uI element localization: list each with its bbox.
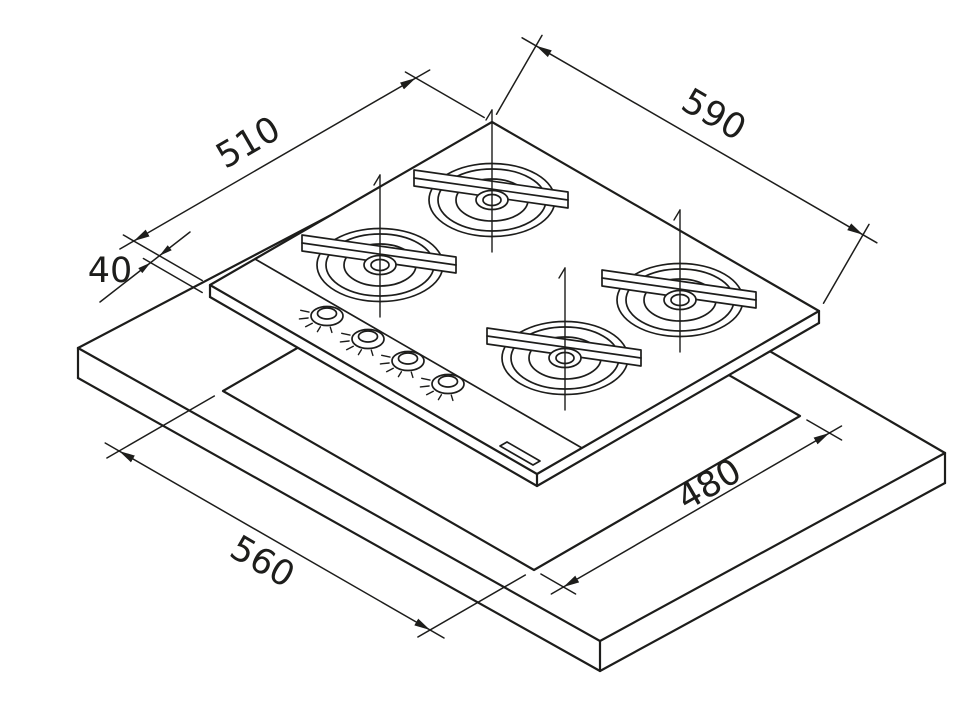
dim-line-overshoot — [119, 240, 135, 250]
dim-line-overshoot — [862, 234, 878, 244]
dim-line-overshoot — [415, 69, 431, 79]
extension-line — [806, 419, 843, 441]
dim-label-510: 510 — [210, 109, 288, 177]
extension-line — [106, 395, 216, 459]
dim-label-590: 590 — [675, 81, 753, 149]
dimensions: 510 590 40 560 — [88, 34, 878, 639]
dim-arrowhead — [159, 245, 172, 256]
dim-line — [118, 450, 431, 631]
extension-line — [417, 574, 527, 638]
extension-line — [404, 71, 485, 119]
brand-logo-plate — [499, 441, 541, 466]
extension-line — [495, 34, 543, 115]
dim-line-overshoot — [104, 442, 120, 452]
dimension-hob-thickness: 40 — [88, 231, 203, 303]
dim-line-overshoot — [521, 37, 537, 47]
dim-line — [562, 432, 831, 588]
dim-line — [535, 45, 864, 236]
extension-line — [142, 257, 203, 294]
dim-label-560: 560 — [223, 528, 301, 596]
extension-line — [822, 223, 870, 304]
dim-line-overshoot — [550, 586, 565, 595]
extension-line — [122, 234, 203, 282]
extension-line — [540, 573, 577, 595]
dim-line-overshoot — [429, 629, 445, 639]
dim-line-overshoot — [828, 425, 843, 434]
dim-arrowhead — [138, 262, 151, 274]
countertop-top-right-edge — [768, 350, 947, 455]
dim-line — [133, 77, 417, 242]
dim-label-40: 40 — [88, 251, 133, 291]
